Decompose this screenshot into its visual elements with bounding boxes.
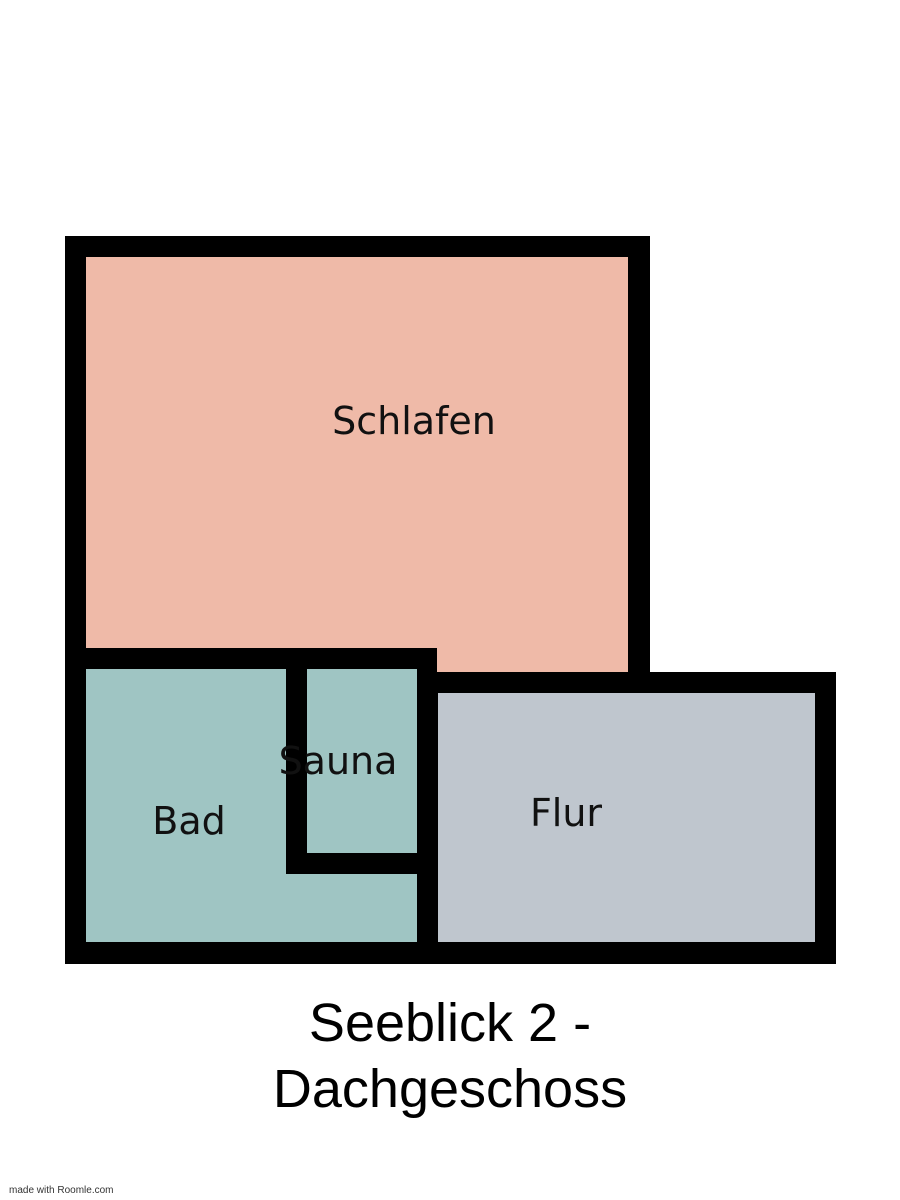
room-schlafen-ext [437,648,628,672]
label-schlafen: Schlafen [332,399,496,443]
label-bad: Bad [152,799,225,843]
plan-title-line2: Dachgeschoss [272,1059,628,1119]
label-flur: Flur [530,791,602,835]
plan-title-line1: Seeblick 2 - [308,993,592,1053]
room-flur[interactable] [438,693,815,942]
room-schlafen[interactable] [86,257,628,648]
plan-title: Seeblick 2 - Dachgeschoss [0,990,900,1122]
room-sauna[interactable] [307,669,417,853]
credit-footer[interactable]: made with Roomle.com [9,1185,114,1196]
label-sauna: Sauna [279,739,398,783]
